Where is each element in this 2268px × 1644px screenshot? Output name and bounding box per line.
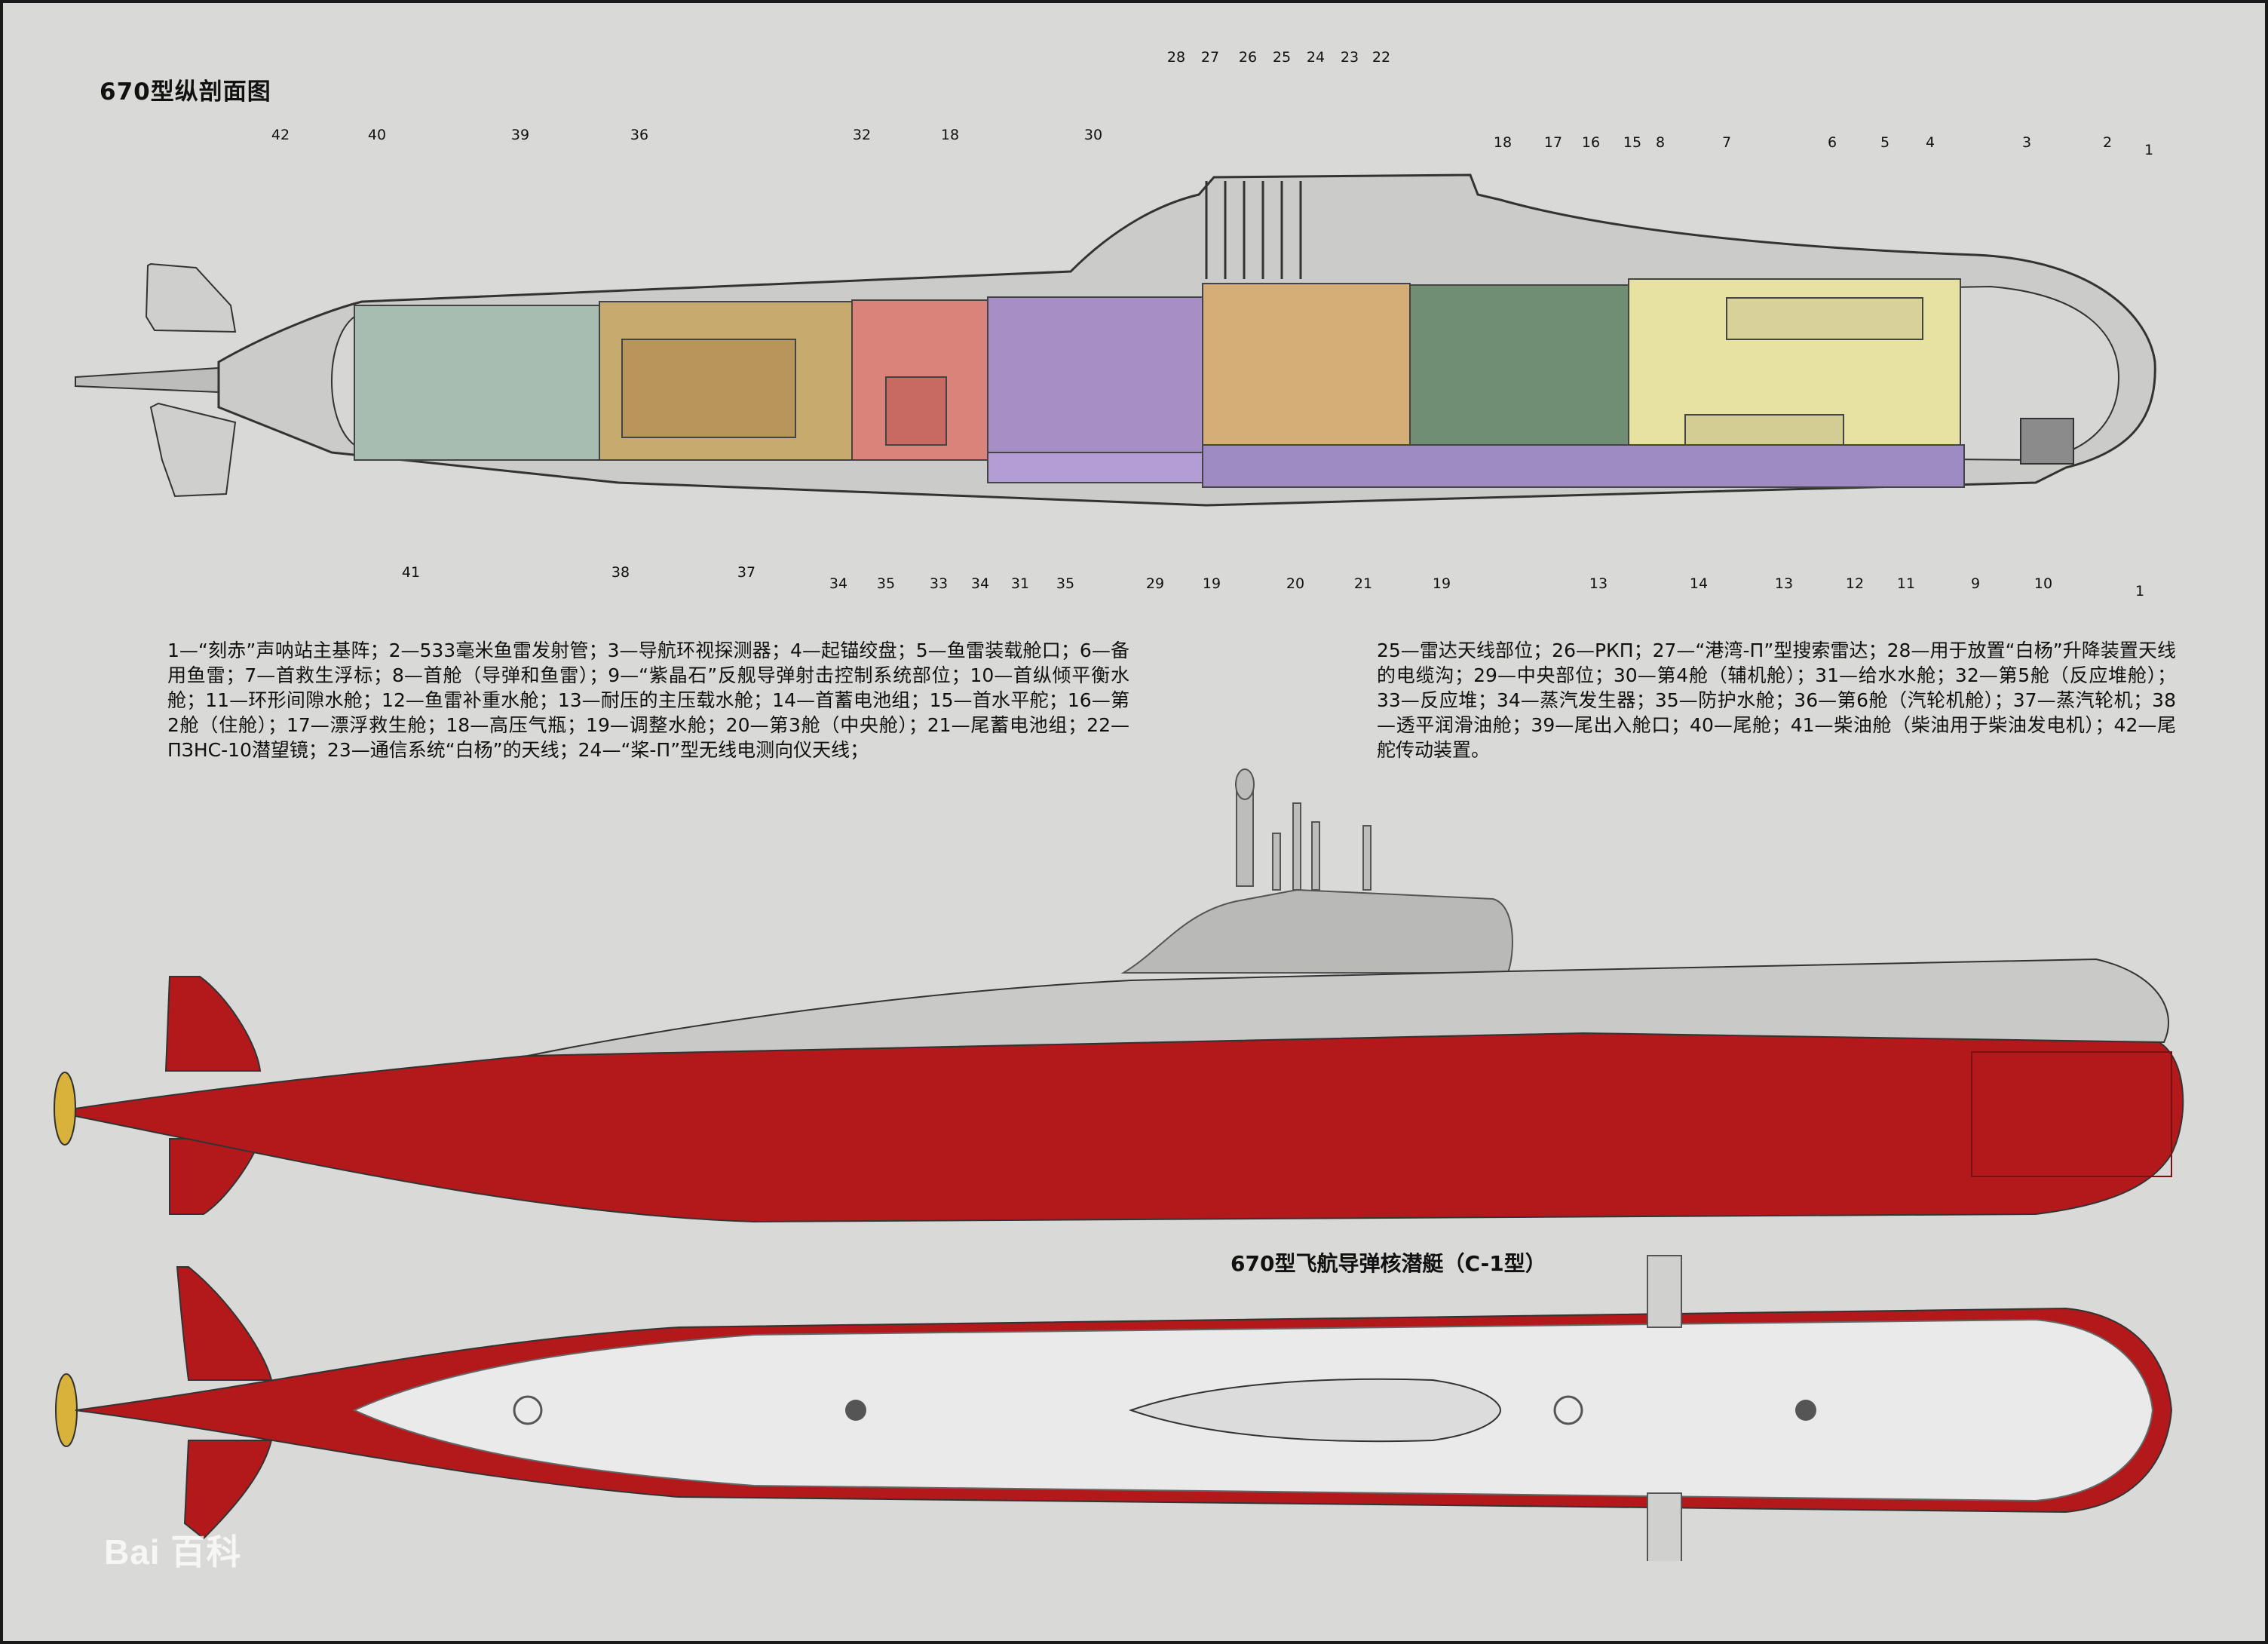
callout-bottom-35: 35 [877,575,895,592]
callout-top-1: 1 [2144,142,2153,158]
callout-bottom-13: 13 [1589,575,1608,592]
callout-bottom-37: 37 [737,564,755,581]
callout-top-4: 4 [1926,134,1935,151]
upper-tail-fin [145,262,237,333]
callout-top-18: 18 [1494,134,1512,151]
plan-view-title: 670型飞航导弹核潜艇（C-1型） [1231,1251,1546,1276]
auxiliary-compartment [987,296,1203,465]
callout-bottom-38: 38 [611,564,630,581]
callout-bottom-33: 33 [930,575,948,592]
callout-top-2: 2 [2103,134,2112,151]
callout-bottom-34: 34 [829,575,847,592]
plan-view-submarine [55,1255,2173,1561]
lower-tail-fin [149,402,237,498]
callout-top-6: 6 [1828,134,1837,151]
plan-radiation-symbol-fwd [1795,1400,1816,1421]
legend-right: 25—雷达天线部位；26—РКП；27—“港湾-П”型搜索雷达；28—用于放置“… [1377,640,2176,761]
callout-bottom-20: 20 [1286,575,1304,592]
callout-bottom-9: 9 [1971,575,1980,592]
plan-propeller [55,1373,78,1447]
callout-top-7: 7 [1722,134,1731,151]
callout-bottom-41: 41 [402,564,420,581]
callout-bottom-34: 34 [971,575,989,592]
bow-battery [1684,414,1844,446]
callout-top-15: 15 [1623,134,1641,151]
callout-top-32: 32 [853,127,871,143]
baidu-watermark: Bai 百科 [104,1532,242,1572]
plan-hatch-aft [513,1395,543,1425]
callout-bottom-11: 11 [1897,575,1915,592]
callout-top-22: 22 [1372,49,1390,66]
callout-top-39: 39 [511,127,529,143]
propeller-shaft [75,367,219,394]
callout-top-5: 5 [1880,134,1889,151]
side-hull-red [75,1032,2184,1223]
callout-top-18: 18 [941,127,959,143]
callout-bottom-14: 14 [1690,575,1708,592]
turbine-machinery [621,339,796,438]
side-hull-gray [527,958,2169,1057]
ballast-tanks [1202,444,1965,488]
callout-top-40: 40 [368,127,386,143]
side-propeller [54,1072,76,1146]
callout-top-28: 28 [1167,49,1185,66]
callout-top-3: 3 [2022,134,2031,151]
plan-sail-outline [1128,1378,1502,1443]
callout-top-24: 24 [1307,49,1325,66]
callout-bottom-21: 21 [1354,575,1372,592]
side-sonar-panel [1971,1051,2172,1177]
callout-top-27: 27 [1201,49,1219,66]
plan-upper-plane [1647,1255,1682,1328]
callout-bottom-31: 31 [1011,575,1029,592]
callout-top-42: 42 [271,127,290,143]
callout-bottom-19: 19 [1203,575,1221,592]
callout-labels-bottom: 41 38 37 34 35 33 34 31 35 29 19 20 21 19 13 14 13 12 11 9 1… [402,564,2144,600]
callout-top-16: 16 [1582,134,1600,151]
sonar-array [2020,418,2074,465]
section-title: 670型纵剖面图 [100,78,271,106]
central-compartment [1202,283,1411,462]
callout-top-17: 17 [1544,134,1562,151]
plan-lower-plane [1647,1492,1682,1561]
plan-upper-fin [176,1266,273,1381]
plan-hatch-fwd [1553,1395,1583,1425]
callout-top-36: 36 [630,127,648,143]
callout-top-26: 26 [1239,49,1257,66]
side-masts [1235,768,1372,891]
reserve-torpedoes [1726,297,1923,340]
callout-bottom-12: 12 [1846,575,1864,592]
callout-top-30: 30 [1084,127,1102,143]
aft-ballast-tanks [987,452,1203,483]
side-view-submarine [54,768,2184,1223]
callout-bottom-35: 35 [1056,575,1074,592]
callout-bottom-13: 13 [1775,575,1793,592]
callout-bottom-19: 19 [1433,575,1451,592]
masts [1205,181,1302,279]
legend-left: 1—“刻赤”声呐站主基阵；2—533毫米鱼雷发射管；3—导航环视探测器；4—起锚… [167,640,1129,761]
callout-bottom-10: 10 [2034,575,2052,592]
side-upper-fin [164,976,262,1072]
plan-lower-fin [183,1440,273,1540]
callout-top-8: 8 [1656,134,1665,151]
callout-top-25: 25 [1273,49,1291,66]
callout-bottom-1: 1 [2135,583,2144,600]
reactor-vessel [885,376,947,446]
aft-compartment [354,305,600,461]
callout-top-23: 23 [1341,49,1359,66]
plan-radiation-symbol-aft [845,1400,866,1421]
side-sail [1120,888,1513,974]
callout-bottom-29: 29 [1146,575,1164,592]
living-compartment [1409,284,1629,467]
